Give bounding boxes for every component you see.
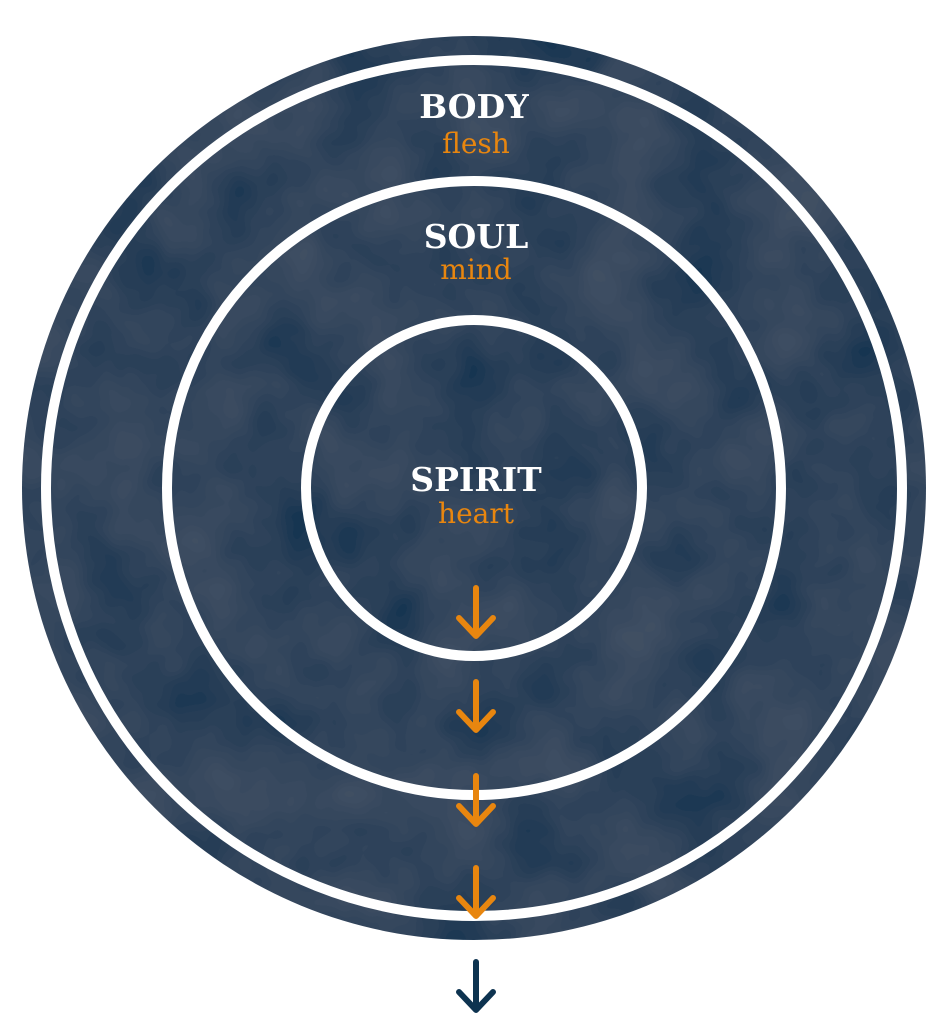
spirit-label: SPIRIT [410, 460, 542, 499]
arrow-down-icon [456, 679, 496, 733]
body-sublabel: flesh [442, 127, 510, 160]
soul-label: SOUL [424, 217, 529, 256]
arrow-down-icon [456, 773, 496, 827]
soul-sublabel: mind [440, 253, 512, 286]
body-label: BODY [419, 87, 529, 126]
spirit-ring [301, 315, 647, 661]
arrow-down-icon [456, 959, 496, 1013]
arrow-down-icon [456, 585, 496, 639]
spirit-sublabel: heart [438, 497, 515, 530]
arrow-down-icon [456, 865, 496, 919]
outer-disk [22, 36, 926, 940]
